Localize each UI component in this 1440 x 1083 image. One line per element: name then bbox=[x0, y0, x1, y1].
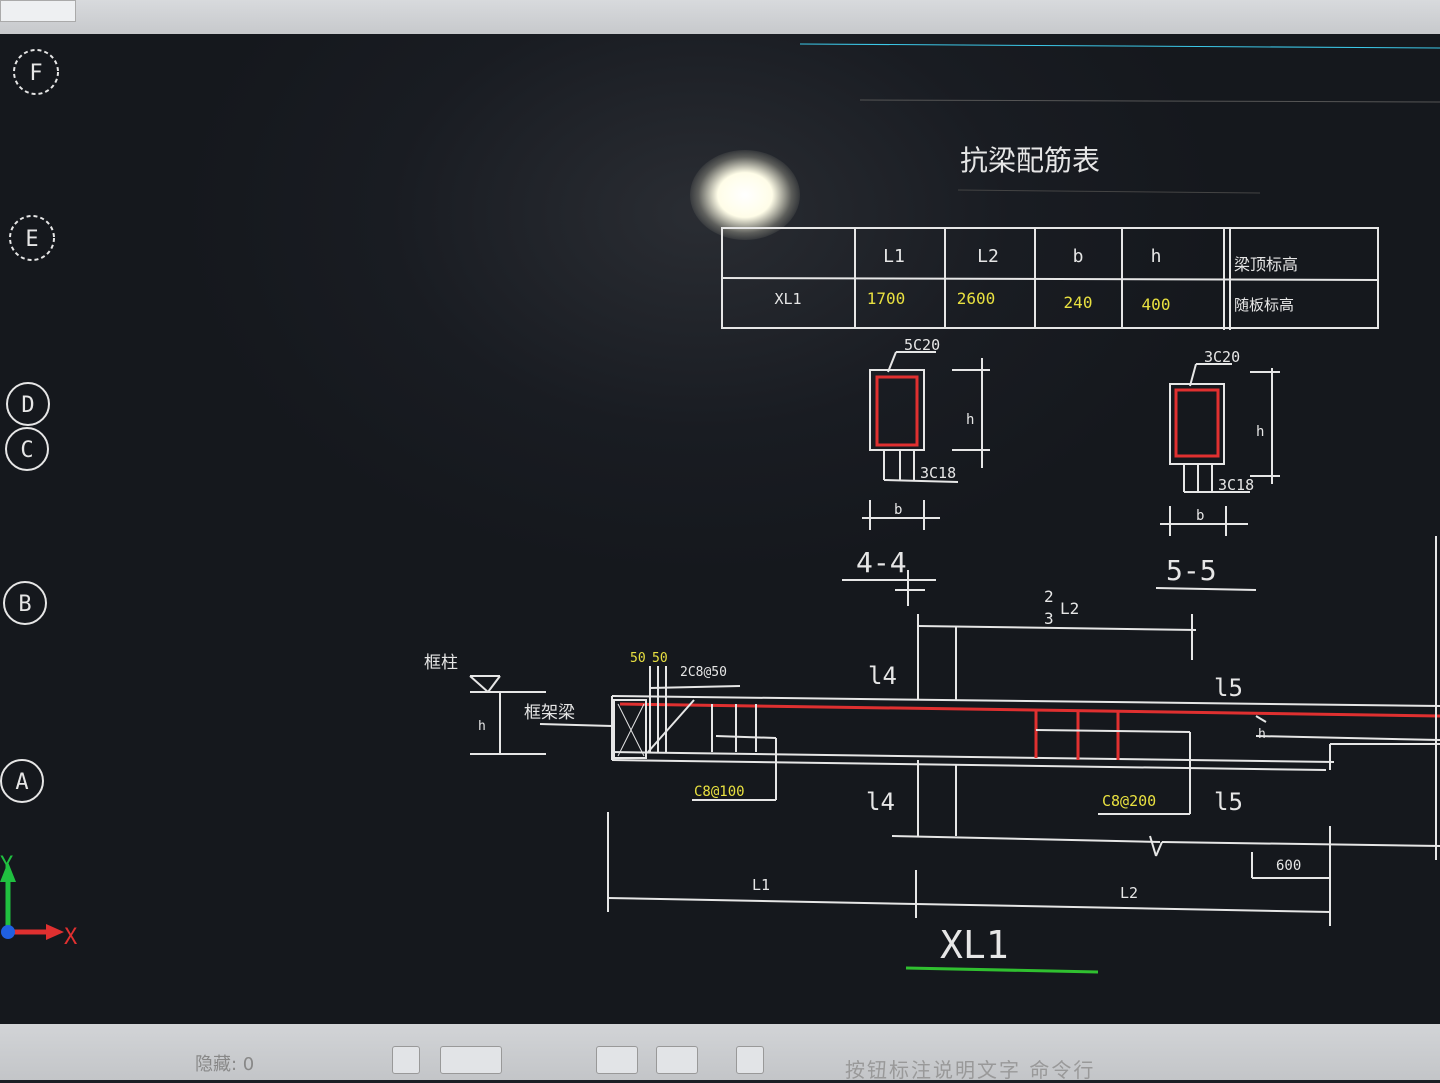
mark-l5-bottom: l5 bbox=[1214, 788, 1243, 816]
table-header-l2: L2 bbox=[977, 246, 999, 267]
snap-toggle-icon[interactable] bbox=[440, 1046, 502, 1074]
section-5-label: 5-5 bbox=[1166, 554, 1217, 587]
layer-dropdown[interactable] bbox=[0, 0, 76, 22]
grid-label-a: A bbox=[15, 770, 28, 795]
title-underline bbox=[905, 966, 1099, 974]
lineweight-toggle-icon[interactable] bbox=[736, 1046, 764, 1074]
table-cell-elev: 随板标高 bbox=[1234, 296, 1294, 314]
table-header-h: h bbox=[1151, 246, 1162, 267]
label-beam: 框架梁 bbox=[524, 703, 575, 723]
status-bar bbox=[0, 1024, 1440, 1080]
dim-600: 600 bbox=[1276, 858, 1301, 874]
grid-label-c: C bbox=[20, 438, 33, 463]
sec5-dim-b: b bbox=[1196, 508, 1204, 524]
polar-toggle-icon[interactable] bbox=[596, 1046, 638, 1074]
beam-dim-h: h bbox=[1258, 727, 1266, 742]
two-thirds-sym: L2 bbox=[1060, 599, 1079, 618]
beam-elevation bbox=[469, 536, 1440, 926]
table-header-l1: L1 bbox=[883, 246, 905, 267]
grid-label-e: E bbox=[25, 227, 38, 252]
grid-label-b: B bbox=[18, 592, 31, 617]
grid-toggle-icon[interactable] bbox=[656, 1046, 698, 1074]
schedule-table bbox=[721, 189, 1379, 330]
two-thirds-den: 3 bbox=[1044, 609, 1054, 628]
stirrup-left: C8@100 bbox=[694, 784, 745, 800]
stirrup-right: C8@200 bbox=[1102, 792, 1156, 810]
sec4-dim-h: h bbox=[966, 412, 974, 428]
two-thirds-num: 2 bbox=[1044, 587, 1054, 606]
sec4-top-bars: 5C20 bbox=[904, 336, 940, 354]
sec4-bottom-bars: 3C18 bbox=[920, 464, 956, 482]
table-cell-b: 240 bbox=[1064, 293, 1093, 312]
grid-bubble-a[interactable] bbox=[0, 759, 44, 803]
grid-bubble-d[interactable] bbox=[6, 382, 50, 426]
table-title: 抗梁配筋表 bbox=[960, 144, 1100, 177]
hidden-count: 隐藏: 0 bbox=[195, 1054, 255, 1075]
grid-bubble-f[interactable] bbox=[13, 49, 59, 95]
column-dim-h: h bbox=[478, 719, 486, 734]
mark-l4-bottom: l4 bbox=[866, 788, 895, 816]
spacing-50-b: 50 bbox=[652, 651, 668, 666]
grid-label-d: D bbox=[21, 393, 34, 418]
screen-glare bbox=[690, 150, 800, 240]
ucs-y-label: Y bbox=[0, 853, 13, 878]
mark-l5-top: l5 bbox=[1214, 674, 1243, 702]
ucs-x-label: X bbox=[64, 925, 78, 950]
grid-bubble-b[interactable] bbox=[3, 581, 47, 625]
grid-bubble-e[interactable] bbox=[9, 215, 55, 261]
label-column: 框柱 bbox=[424, 653, 458, 673]
table-cell-h: 400 bbox=[1142, 295, 1171, 314]
ucs-icon bbox=[0, 862, 64, 940]
section-5-5 bbox=[1155, 363, 1280, 591]
table-cell-l2: 2600 bbox=[957, 289, 996, 308]
beam-title: XL1 bbox=[940, 923, 1009, 967]
table-cell-l1: 1700 bbox=[867, 289, 906, 308]
grid-axis-bubbles bbox=[0, 49, 59, 803]
section-4-label: 4-4 bbox=[856, 546, 907, 579]
dim-l1: L1 bbox=[752, 876, 770, 894]
sec5-bottom-bars: 3C18 bbox=[1218, 476, 1254, 494]
mark-l4-top: l4 bbox=[868, 662, 897, 690]
sec4-dim-b: b bbox=[894, 502, 902, 518]
grid-bubble-c[interactable] bbox=[5, 427, 49, 471]
dim-l2: L2 bbox=[1120, 884, 1138, 902]
command-line-text[interactable]: 按钮标注说明文字 命令行 bbox=[845, 1058, 1096, 1082]
table-header-elev: 梁顶标高 bbox=[1234, 255, 1298, 274]
ortho-toggle-icon[interactable] bbox=[392, 1046, 420, 1074]
title-bar bbox=[0, 0, 1440, 34]
sec5-dim-h: h bbox=[1256, 424, 1264, 440]
section-4-4 bbox=[842, 351, 990, 606]
spacing-50-a: 50 bbox=[630, 651, 646, 666]
grid-label-f: F bbox=[29, 61, 42, 86]
stirrup-2c8: 2C8@50 bbox=[680, 665, 727, 680]
table-header-b: b bbox=[1073, 246, 1084, 267]
sec5-top-bars: 3C20 bbox=[1204, 348, 1240, 366]
table-cell-name: XL1 bbox=[774, 290, 801, 308]
